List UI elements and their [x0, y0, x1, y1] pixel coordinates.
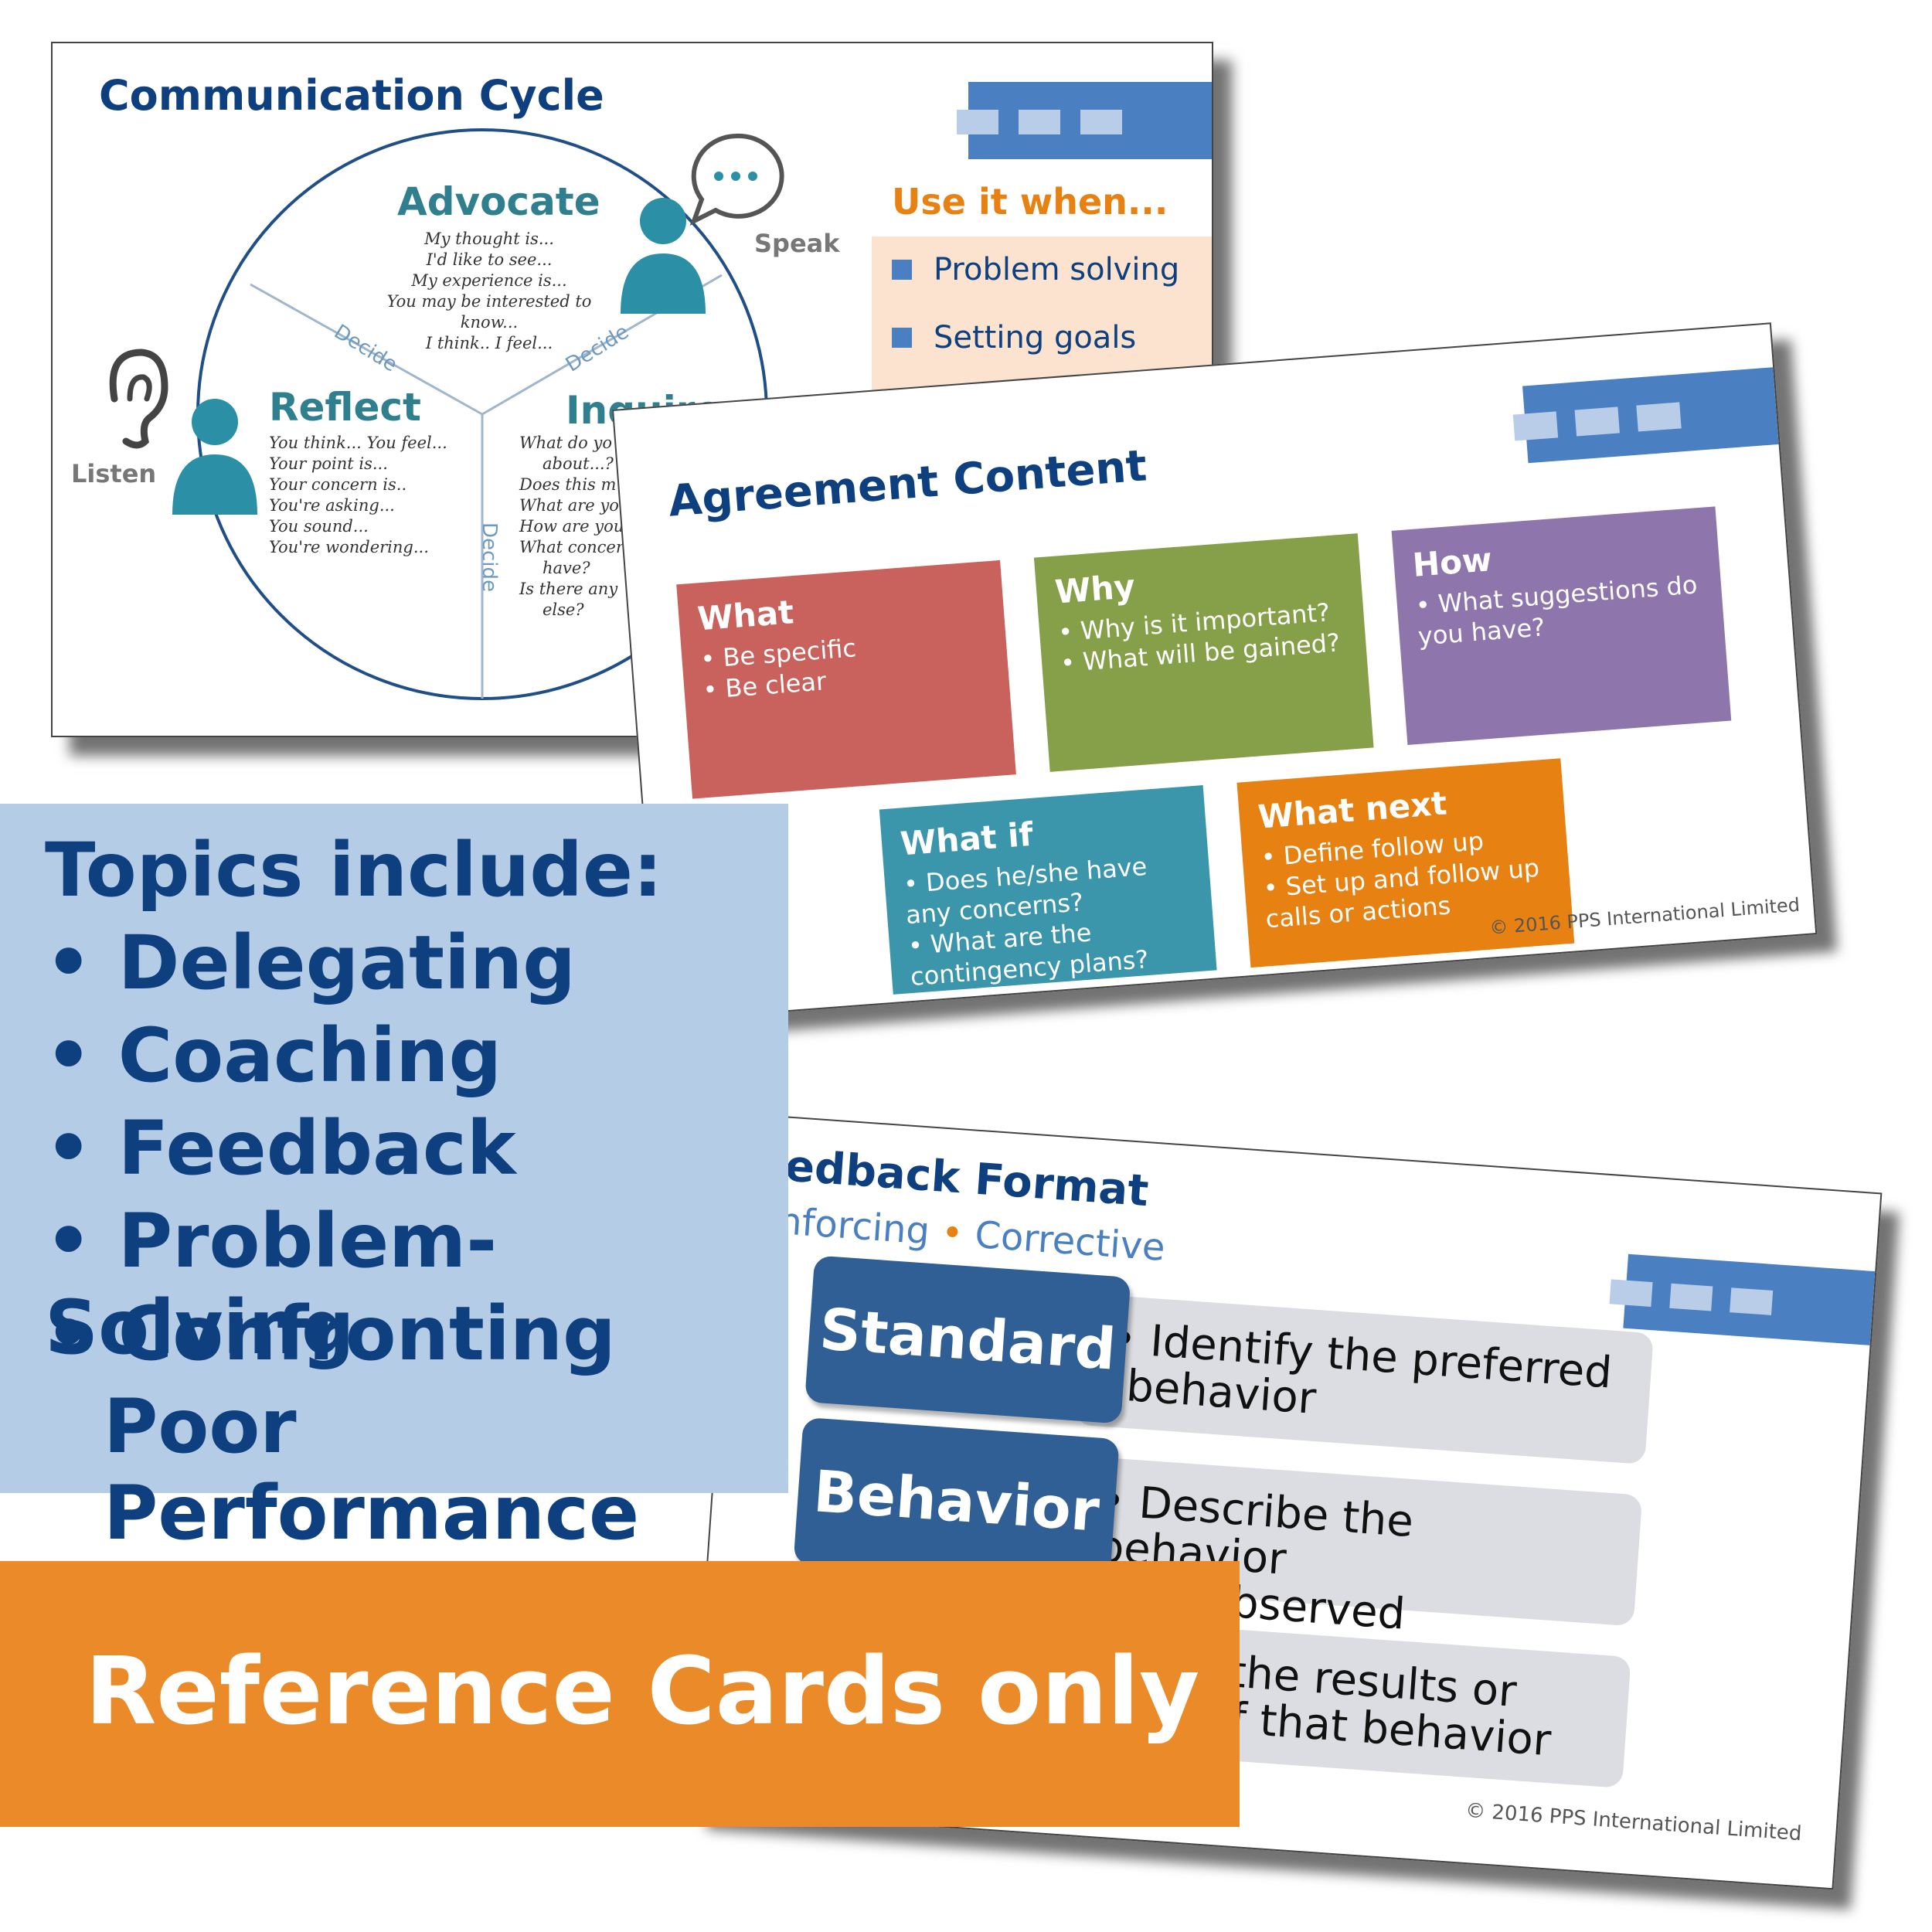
deco-square [1636, 402, 1682, 432]
deco-square [1512, 411, 1559, 441]
square-bullet-icon [892, 328, 912, 348]
square-bullet-icon [892, 260, 912, 280]
topic-item: • Problem-Solving [45, 1198, 498, 1371]
decide-label: Decide [478, 522, 502, 593]
use-it-when-heading: Use it when... [892, 181, 1168, 223]
inquire-lines: What do yo about...? Does this m What ar… [519, 434, 624, 619]
deco-square [957, 110, 998, 134]
deco-square [1574, 406, 1620, 437]
agreement-box-how: How • What suggestions do you have? [1391, 506, 1732, 746]
agreement-box-what-if: What if • Does he/she have any concerns?… [879, 785, 1217, 995]
reflect-lines: You think... You feel... Your point is..… [269, 434, 447, 556]
advocate-heading: Advocate [397, 179, 600, 224]
ear-icon [109, 349, 168, 449]
agreement-box-what: What • Be specific • Be clear [676, 560, 1016, 799]
topic-item: Poor Performance [104, 1383, 640, 1556]
topics-heading: Topics include: [45, 827, 663, 913]
deco-square [1730, 1287, 1774, 1315]
reference-cards-banner: Reference Cards only [0, 1561, 1240, 1827]
list-item: • What suggestions do you have? [1414, 570, 1699, 651]
speak-label: Speak [754, 229, 840, 258]
deco-square [1019, 110, 1060, 134]
card-title: Communication Cycle [99, 71, 604, 120]
deco-square [1669, 1283, 1713, 1311]
advocate-lines: My thought is... I'd like to see... My e… [386, 230, 592, 352]
banner-text: Reference Cards only [85, 1638, 1200, 1746]
agreement-content-card: Agreement Content What • Be specific • B… [612, 322, 1818, 1022]
listener-person-icon [172, 399, 257, 515]
list-item: Problem solving [892, 252, 1179, 287]
topic-item: • Delegating [45, 920, 576, 1006]
card-title: Agreement Content [666, 440, 1149, 527]
speech-bubble-icon [689, 133, 784, 226]
list-item: Setting goals [892, 320, 1136, 355]
copyright: © 2016 PPS International Limited [1464, 1798, 1803, 1846]
listen-label: Listen [71, 459, 157, 488]
topics-panel: Topics include: • Delegating • Coaching … [0, 804, 788, 1556]
reflect-heading: Reflect [269, 385, 421, 430]
topic-item: • Feedback [45, 1105, 516, 1192]
topic-item: • Confronting [45, 1291, 616, 1377]
speaker-person-icon [621, 198, 706, 314]
row-text-box: • Identify the preferred behavior [1073, 1293, 1654, 1464]
deco-square [1080, 110, 1122, 134]
topic-item: • Coaching [45, 1012, 502, 1099]
deco-square [1609, 1279, 1653, 1308]
agreement-box-why: Why • Why is it important? • What will b… [1033, 533, 1374, 772]
row-label-pill: Standard [804, 1255, 1131, 1424]
